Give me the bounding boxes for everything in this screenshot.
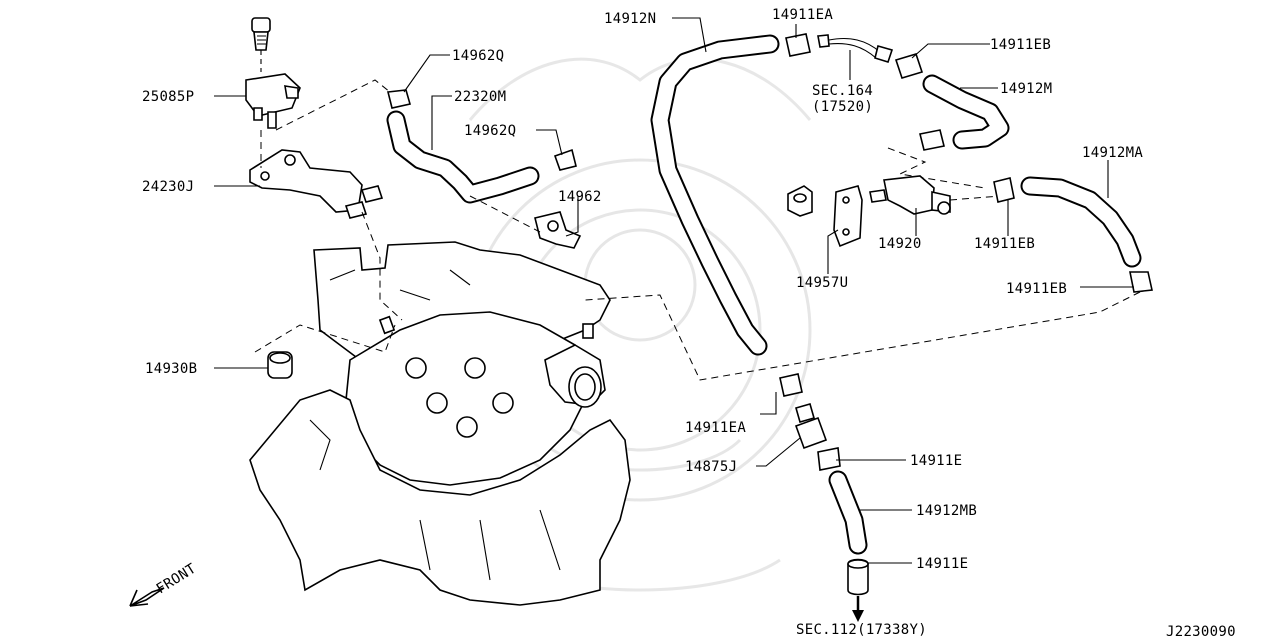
leader-lines — [214, 17, 1134, 564]
label-14875J: 14875J — [685, 459, 737, 475]
label-14962: 14962 — [558, 189, 602, 205]
part-labels: 25085P 24230J 14962Q 22320M 14962Q 14962… — [142, 7, 1236, 639]
label-14911E-lower: 14911E — [916, 556, 968, 572]
label-14962Q-top: 14962Q — [452, 48, 504, 64]
label-sec164-sub: (17520) — [812, 99, 873, 115]
label-14911EB-right: 14911EB — [1006, 281, 1067, 297]
front-arrow-icon — [129, 587, 165, 607]
hose-14912N — [650, 33, 924, 356]
grommet-14930B — [254, 324, 396, 379]
label-14912MA: 14912MA — [1082, 145, 1143, 161]
label-14911E-upper: 14911E — [910, 453, 962, 469]
hose-14912MA — [584, 176, 1153, 381]
front-label: FRONT — [154, 561, 200, 598]
label-14911EB-mid: 14911EB — [974, 236, 1035, 252]
label-14912MB: 14912MB — [916, 503, 977, 519]
label-14930B: 14930B — [145, 361, 197, 377]
label-14957U: 14957U — [796, 275, 848, 291]
label-22320M: 22320M — [454, 89, 506, 105]
lower-hose-chain — [779, 373, 869, 622]
hose-22320M — [275, 79, 582, 249]
bracket-24230J — [249, 130, 403, 321]
label-14912N: 14912N — [604, 11, 656, 27]
valve-14920 — [869, 175, 1001, 215]
hose-14912M — [887, 74, 1010, 189]
label-14962Q-mid: 14962Q — [464, 123, 516, 139]
label-sec164: SEC.164 — [812, 83, 873, 99]
label-14912M: 14912M — [1000, 81, 1052, 97]
label-25085P: 25085P — [142, 89, 194, 105]
label-14911EB-top: 14911EB — [990, 37, 1051, 53]
bracket-14957U — [787, 185, 863, 248]
label-24230J: 24230J — [142, 179, 194, 195]
engine-block — [249, 241, 631, 606]
label-14911EA-top: 14911EA — [772, 7, 833, 23]
pressure-sensor-25085P — [245, 17, 301, 129]
label-sec112: SEC.112(17338Y) — [796, 622, 927, 638]
label-14911EA-low: 14911EA — [685, 420, 746, 436]
diagram-id: J2230090 — [1166, 624, 1236, 639]
label-14920: 14920 — [878, 236, 922, 252]
